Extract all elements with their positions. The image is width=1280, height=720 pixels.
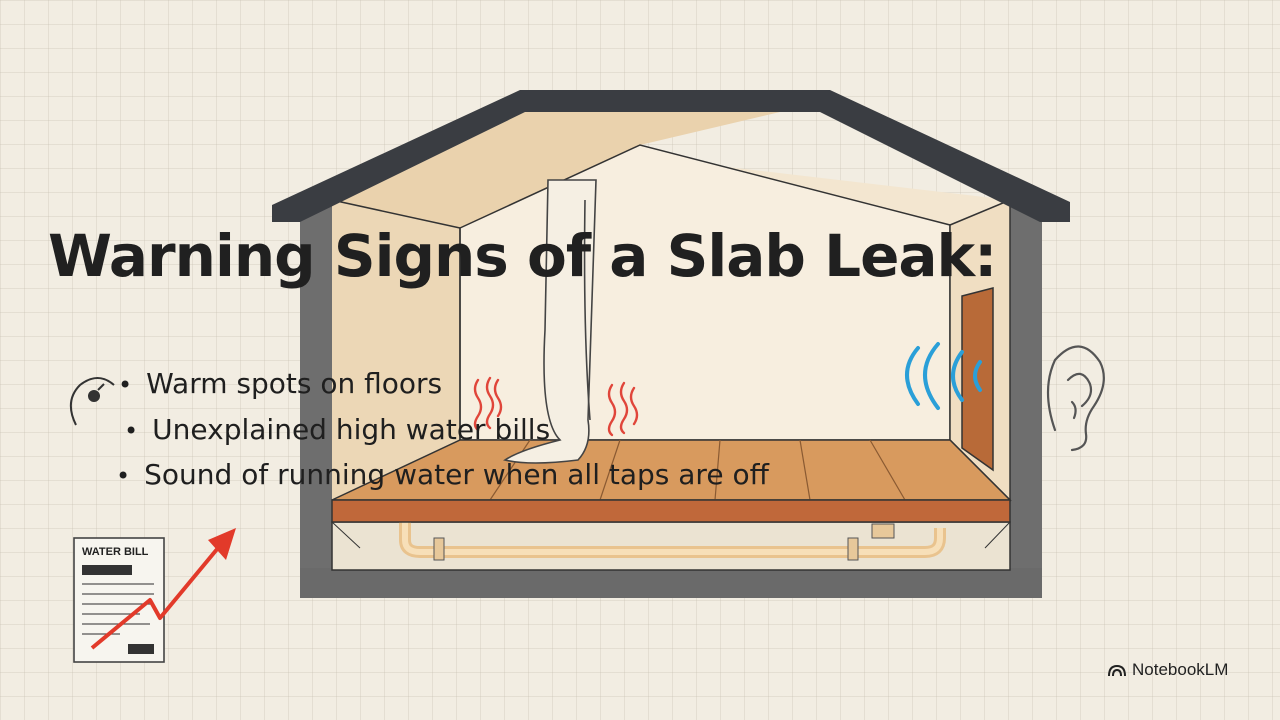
door	[961, 287, 994, 472]
bullet-warm-spots: Warm spots on floors	[118, 367, 442, 400]
rising-arrow-icon	[90, 528, 236, 650]
water-pipe	[399, 520, 946, 561]
ear-icon	[1046, 345, 1105, 452]
brand-name: NotebookLM	[1132, 660, 1229, 679]
roof	[272, 90, 1070, 222]
notebooklm-logo-icon	[1108, 664, 1126, 677]
bullet-running-water: Sound of running water when all taps are…	[116, 458, 769, 491]
water-bill-label: WATER BILL	[82, 546, 149, 558]
crawlspace	[331, 520, 1011, 571]
notebooklm-branding: NotebookLM	[1108, 660, 1228, 680]
sound-wave-icon	[905, 342, 982, 410]
slide-title: Warning Signs of a Slab Leak:	[48, 222, 997, 290]
gauge-icon	[69, 377, 115, 426]
bullet-high-bills: Unexplained high water bills	[124, 413, 550, 446]
